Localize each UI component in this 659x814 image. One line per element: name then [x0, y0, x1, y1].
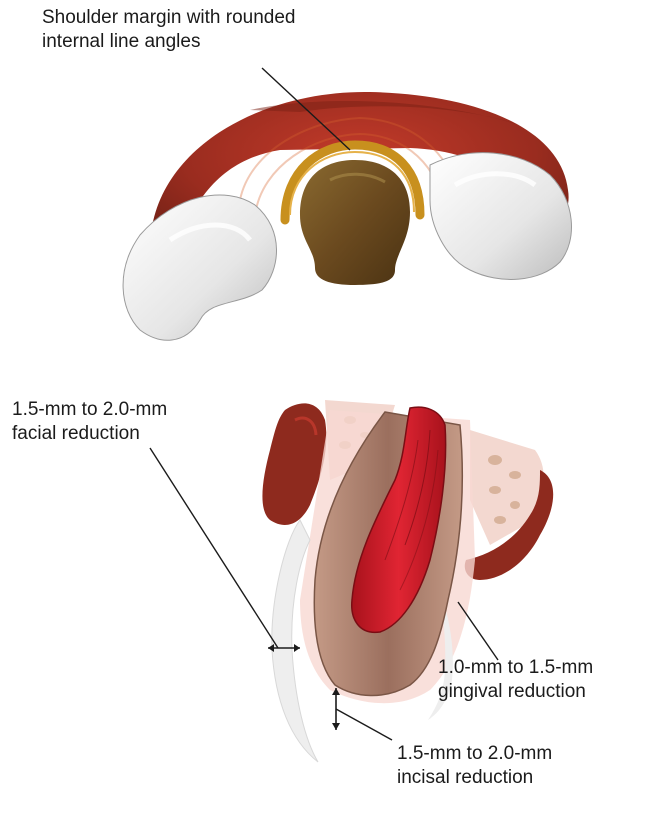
- shoulder-margin-label: Shoulder margin with rounded internal li…: [42, 6, 296, 54]
- gingival-label-line2: gingival reduction: [438, 680, 593, 704]
- shoulder-label-line1: Shoulder margin with rounded: [42, 6, 296, 30]
- incisal-label-line2: incisal reduction: [397, 766, 552, 790]
- shoulder-label-line2: internal line angles: [42, 30, 296, 54]
- incisal-reduction-label: 1.5-mm to 2.0-mm incisal reduction: [397, 742, 552, 790]
- gingival-reduction-leader: [458, 602, 498, 660]
- gingival-reduction-label: 1.0-mm to 1.5-mm gingival reduction: [438, 656, 593, 704]
- incisal-label-line1: 1.5-mm to 2.0-mm: [397, 742, 552, 766]
- gingival-label-line1: 1.0-mm to 1.5-mm: [438, 656, 593, 680]
- facial-label-line1: 1.5-mm to 2.0-mm: [12, 398, 167, 422]
- facial-label-line2: facial reduction: [12, 422, 167, 446]
- facial-reduction-label: 1.5-mm to 2.0-mm facial reduction: [12, 398, 167, 446]
